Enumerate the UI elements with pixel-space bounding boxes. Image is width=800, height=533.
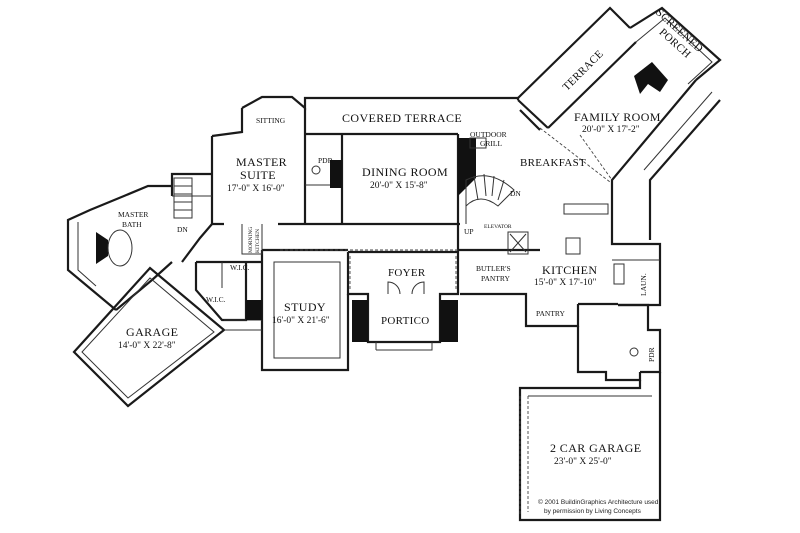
grill-icon [469,137,487,149]
stair-up-label: UP [464,227,474,236]
copyright-line-1: © 2001 BuildinGraphics Architecture used [538,498,659,506]
kitchen-counter-icon [563,203,609,215]
copyright-line-2: by permission by Living Concepts [544,508,642,515]
butlers-pantry-label-1: BUTLER'S [476,264,511,273]
morning-kitchen-label-1: MORNING [248,227,254,253]
wic-upper-label: W.I.C. [230,263,250,272]
dining-room-label: DINING ROOM [362,165,448,179]
two-car-garage-label: 2 CAR GARAGE [550,441,641,455]
family-room-dims: 20'-0" X 17'-2" [582,125,640,135]
toilet-lower-icon [629,347,639,357]
kitchen-island-icon [565,237,581,255]
butlers-pantry-label-2: PANTRY [481,274,510,283]
toilet-upper-icon [311,165,321,175]
room-labels: COVERED TERRACE SITTING MASTER SUITE 17'… [118,7,705,467]
bathtub-icon [107,229,133,267]
dashed-lines [280,127,613,516]
dining-hearth-icon [330,160,342,188]
master-bath-label-2: BATH [122,220,142,229]
portico-column-left [352,300,368,342]
two-car-garage-dims: 23'-0" X 25'-0" [554,457,612,467]
outdoor-grill-label-1: OUTDOOR [470,130,507,139]
fixtures [107,137,639,357]
laundry-label: LAUN. [639,273,648,296]
portico-column-right [440,300,458,342]
sitting-label: SITTING [256,116,286,125]
fireplaces [96,62,668,342]
study-dims: 16'-0" X 21'-6" [272,316,330,326]
master-suite-label-1: MASTER [236,155,287,169]
master-suite-dims: 17'-0" X 16'-0" [227,184,285,194]
family-room-label: FAMILY ROOM [574,110,661,124]
front-door-icon [387,281,425,295]
breakfast-label: BREAKFAST [520,157,586,169]
study-fireplace-icon [246,300,262,320]
stair-dn-right-label: DN [510,189,521,198]
master-bath-label-1: MASTER [118,210,148,219]
kitchen-label: KITCHEN [542,263,597,277]
garage-label: GARAGE [126,325,178,339]
stair-left [173,177,193,219]
pantry-label: PANTRY [536,309,565,318]
stair-labels: DN DN UP [177,189,521,236]
garage-dims: 14'-0" X 22'-8" [118,341,176,351]
wic-lower-label: W.I.C. [206,295,226,304]
kitchen-dims: 15'-0" X 17'-10" [534,278,596,288]
dining-fireplace-mass [458,138,476,196]
elevator-x-icon [509,233,527,253]
pdr-lower-label: PDR [647,347,656,362]
terrace-label: TERRACE [561,48,606,93]
bath-fireplace-icon [96,232,108,264]
study-label: STUDY [284,300,326,314]
portico-label: PORTICO [381,315,430,327]
copyright-notice: © 2001 BuildinGraphics Architecture used… [538,498,659,515]
washer-icon [613,263,625,285]
elevator-label: ELEVATOR [484,224,512,230]
foyer-label: FOYER [388,267,426,279]
covered-terrace-label: COVERED TERRACE [342,111,462,125]
stair-right [465,173,515,224]
dining-room-dims: 20'-0" X 15'-8" [370,181,428,191]
pdr-upper-label: PDR [318,156,333,165]
family-fireplace-icon [634,62,668,94]
master-suite-label-2: SUITE [240,168,276,182]
stair-dn-left-label: DN [177,225,188,234]
elevator-box-icon [507,231,529,255]
morning-kitchen-label-2: KITCHEN [255,229,261,253]
outdoor-grill-label-2: GRILL [480,139,502,148]
